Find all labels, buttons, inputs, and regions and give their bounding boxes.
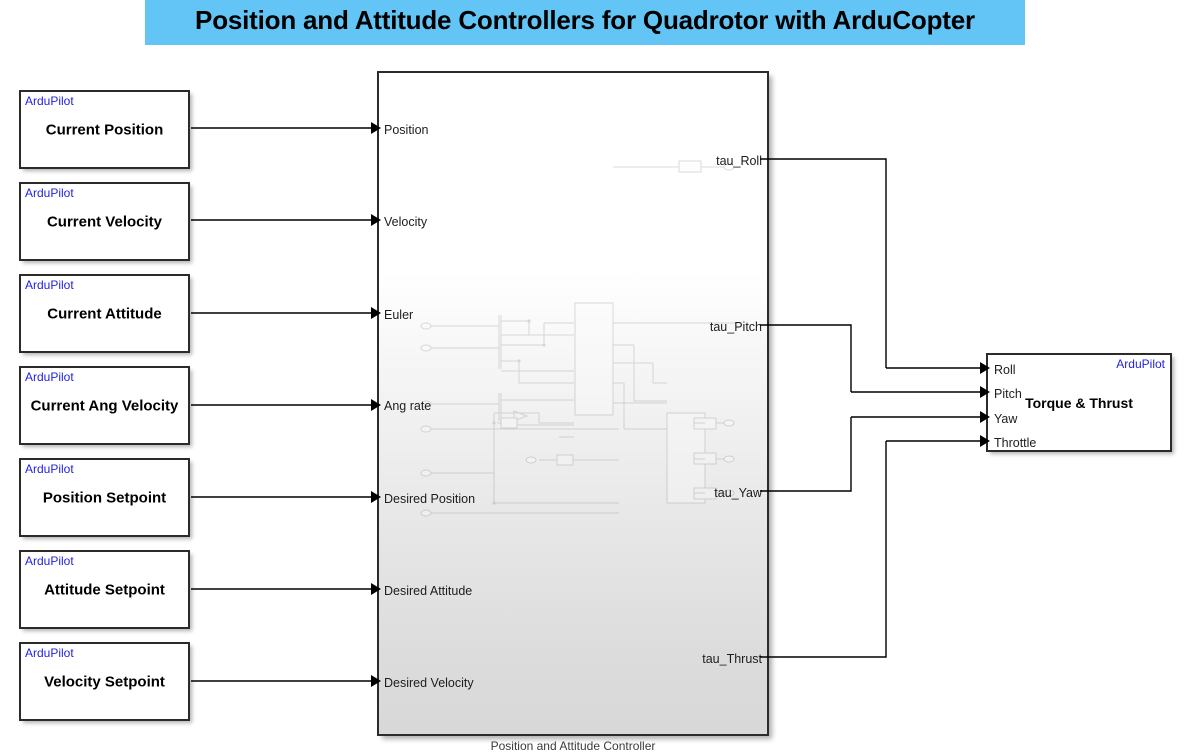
source-block-current-ang-velocity[interactable]: ArduPilot Current Ang Velocity bbox=[19, 366, 190, 445]
input-port-desired-velocity: Desired Velocity bbox=[384, 675, 474, 690]
input-port-pitch: Pitch bbox=[994, 386, 1022, 401]
controller-block-caption: Position and Attitude Controller bbox=[490, 739, 656, 753]
source-block-velocity-setpoint[interactable]: ArduPilot Velocity Setpoint bbox=[19, 642, 190, 721]
block-label: Torque & Thrust bbox=[1025, 394, 1133, 411]
wire-position-setpoint-to-desired-position bbox=[191, 491, 381, 503]
output-port-tau-thrust: tau_Thrust bbox=[702, 651, 762, 666]
input-port-yaw: Yaw bbox=[994, 411, 1018, 426]
subsystem-preview-graphic bbox=[420, 160, 739, 517]
block-label: Velocity Setpoint bbox=[44, 673, 165, 690]
wire-velocity-setpoint-to-desired-velocity bbox=[191, 675, 381, 687]
input-port-ang-rate: Ang rate bbox=[384, 398, 432, 413]
input-port-velocity: Velocity bbox=[384, 214, 428, 229]
wire-tau-roll-to-roll bbox=[760, 158, 990, 374]
input-port-euler: Euler bbox=[384, 307, 414, 322]
input-port-position: Position bbox=[384, 122, 429, 137]
source-block-current-position[interactable]: ArduPilot Current Position bbox=[19, 90, 190, 169]
wire-tau-pitch-to-pitch bbox=[760, 324, 990, 398]
input-port-throttle: Throttle bbox=[994, 435, 1037, 450]
wire-current-position-to-position bbox=[191, 122, 381, 134]
diagram-title-banner: Position and Attitude Controllers for Qu… bbox=[145, 0, 1025, 45]
output-port-tau-roll: tau_Roll bbox=[716, 153, 762, 168]
page-title: Position and Attitude Controllers for Qu… bbox=[195, 5, 975, 35]
wire-tau-yaw-to-yaw bbox=[760, 411, 990, 492]
ardupilot-tag: ArduPilot bbox=[25, 186, 74, 200]
ardupilot-tag: ArduPilot bbox=[25, 462, 74, 476]
input-port-desired-attitude: Desired Attitude bbox=[384, 583, 473, 598]
block-label: Current Attitude bbox=[47, 305, 162, 322]
ardupilot-tag: ArduPilot bbox=[25, 554, 74, 568]
output-port-tau-yaw: tau_Yaw bbox=[714, 485, 762, 500]
source-block-current-attitude[interactable]: ArduPilot Current Attitude bbox=[19, 274, 190, 353]
block-label: Attitude Setpoint bbox=[44, 581, 165, 598]
block-label: Current Ang Velocity bbox=[30, 397, 179, 414]
block-label: Current Position bbox=[45, 121, 164, 138]
output-port-tau-pitch: tau_Pitch bbox=[709, 319, 762, 334]
ardupilot-tag: ArduPilot bbox=[25, 94, 74, 108]
wire-current-velocity-to-velocity bbox=[191, 214, 381, 226]
source-block-attitude-setpoint[interactable]: ArduPilot Attitude Setpoint bbox=[19, 550, 190, 629]
wire-current-ang-velocity-to-ang-rate bbox=[191, 399, 381, 411]
wire-attitude-setpoint-to-desired-attitude bbox=[191, 583, 381, 595]
wire-tau-thrust-to-throttle bbox=[760, 435, 990, 658]
position-attitude-controller-block[interactable]: Position Velocity Euler Ang rate Desired… bbox=[377, 71, 769, 736]
source-block-position-setpoint[interactable]: ArduPilot Position Setpoint bbox=[19, 458, 190, 537]
torque-thrust-block[interactable]: ArduPilot Torque & Thrust Roll Pitch Yaw… bbox=[986, 353, 1172, 452]
input-port-desired-position: Desired Position bbox=[384, 491, 476, 506]
ardupilot-tag: ArduPilot bbox=[25, 646, 74, 660]
input-port-roll: Roll bbox=[994, 362, 1016, 377]
wire-current-attitude-to-euler bbox=[191, 307, 381, 319]
ardupilot-tag: ArduPilot bbox=[25, 278, 74, 292]
block-label: Position Setpoint bbox=[42, 489, 167, 506]
block-label: Current Velocity bbox=[46, 213, 163, 230]
ardupilot-tag: ArduPilot bbox=[1116, 357, 1165, 371]
source-block-current-velocity[interactable]: ArduPilot Current Velocity bbox=[19, 182, 190, 261]
ardupilot-tag: ArduPilot bbox=[25, 370, 74, 384]
